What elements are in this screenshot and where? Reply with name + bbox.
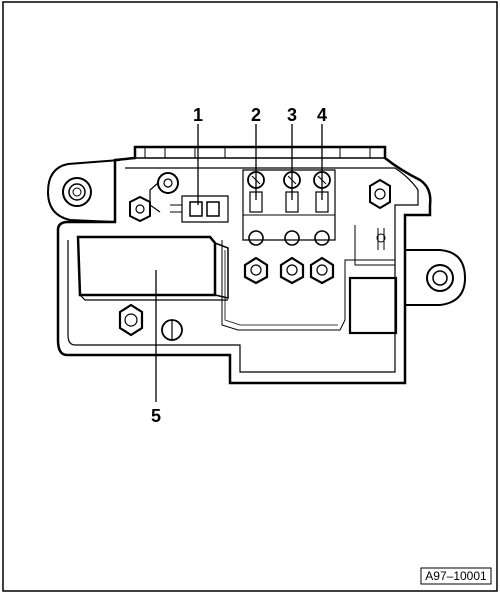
- left-hex-bolt: [129, 195, 151, 223]
- callout-3: 3: [287, 105, 297, 125]
- figure-id: A97–10001: [420, 567, 492, 585]
- right-hex-bolt: [369, 178, 391, 210]
- upper-left-bolt: [149, 172, 179, 213]
- figure-id-text: A97–10001: [425, 569, 487, 583]
- terminal-3: [279, 171, 305, 285]
- terminal-strip: [242, 169, 336, 241]
- relay-block: [76, 235, 229, 301]
- housing-body: [56, 145, 432, 385]
- leader-lines: [155, 124, 323, 402]
- lower-left-hex-bolt: [118, 303, 144, 337]
- callout-5: 5: [151, 406, 161, 426]
- connector-1: [170, 195, 229, 223]
- callout-4: 4: [317, 105, 327, 125]
- slotted-fixing: [161, 319, 183, 341]
- callout-1: 1: [193, 105, 203, 125]
- right-mounting-tab: [405, 249, 467, 306]
- right-small-parts: [348, 225, 398, 335]
- left-mounting-tab: [46, 159, 121, 223]
- callout-2: 2: [251, 105, 261, 125]
